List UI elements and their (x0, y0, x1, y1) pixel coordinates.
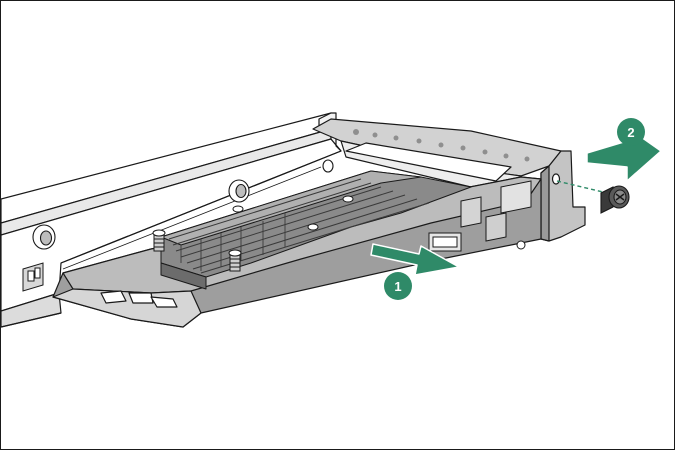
heatsink-screws (152, 195, 354, 272)
callout-1: 1 (384, 272, 412, 300)
bracket-screw (600, 185, 630, 214)
callout-2-number: 2 (627, 125, 634, 140)
card-components (428, 180, 532, 252)
callout-1-number: 1 (394, 279, 401, 294)
callout-2: 2 (617, 118, 645, 146)
riser-cage (312, 118, 586, 242)
chassis-side-connector (22, 262, 44, 292)
chassis-mounting-holes (32, 159, 334, 250)
insert-card-arrow (370, 243, 460, 276)
screw-path-line (556, 180, 608, 194)
chassis-rail (1, 112, 342, 328)
